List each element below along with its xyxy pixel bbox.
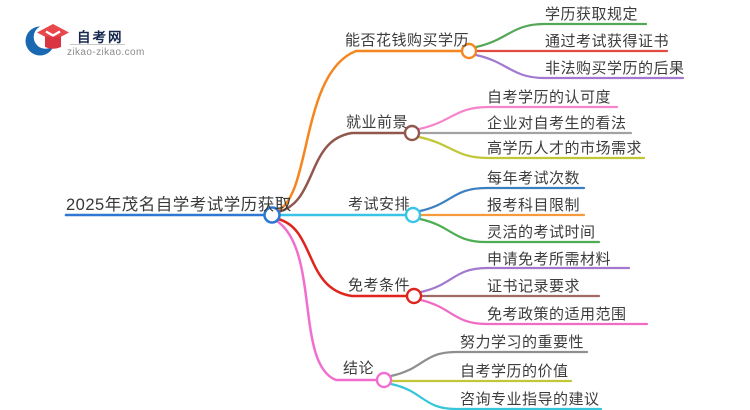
site-url: zikao-zikao.com (67, 47, 145, 58)
root-node-circle (263, 206, 281, 224)
branch-4-child-1-connector (419, 266, 631, 294)
branch-3-child-3-label: 灵活的考试时间 (487, 224, 596, 241)
branch-4-connector (276, 217, 409, 298)
branch-5-child-1-connector (389, 350, 589, 378)
branch-4-node-circle (405, 287, 423, 305)
branch-4-child-2-label: 证书记录要求 (487, 278, 581, 295)
branch-2-child-1-label: 自考学历的认可度 (487, 89, 612, 106)
branch-3-child-2-label: 报考科目限制 (487, 197, 581, 214)
branch-1-child-1-label: 学历获取规定 (545, 6, 639, 23)
branch-4-child-3-connector (419, 298, 649, 326)
branch-5-label: 结论 (343, 360, 375, 377)
branch-2-node-circle (403, 124, 421, 142)
branch-5-connector (275, 219, 379, 382)
branch-2-connector (276, 131, 407, 214)
site-name: 自考网 (77, 30, 124, 45)
branch-4-child-3-label: 免考政策的适用范围 (487, 306, 627, 323)
branch-1-child-2-label: 通过考试获得证书 (545, 33, 670, 50)
branch-2-child-3-connector (417, 135, 646, 160)
root-topic-label: 2025年茂名自学考试学历获取 (66, 196, 292, 214)
branch-4-child-1-label: 申请免考所需材料 (487, 251, 612, 268)
branch-5-node-circle (375, 371, 393, 389)
branch-2-label: 就业前景 (346, 114, 409, 131)
branch-2-child-2-label: 企业对自考生的看法 (487, 115, 627, 132)
branch-2-child-1-connector (417, 105, 619, 131)
branch-3-node-circle (404, 206, 422, 224)
branch-3-child-3-connector (418, 217, 601, 244)
branch-1-label: 能否花钱购买学历 (345, 32, 470, 49)
branch-5-child-3-connector (389, 382, 603, 410)
branch-1-child-3-connector (474, 53, 685, 80)
branch-5-child-3-label: 咨询专业指导的建议 (460, 391, 600, 408)
branch-3-child-1-label: 每年考试次数 (487, 170, 581, 187)
branch-3-child-1-connector (418, 186, 586, 213)
branch-1-child-1-connector (474, 22, 648, 49)
logo-divider (70, 44, 125, 45)
branch-1-child-3-label: 非法购买学历的后果 (545, 60, 685, 77)
branch-1-node-circle (460, 42, 478, 60)
site-logo: 自考网 zikao-zikao.com (25, 20, 175, 66)
branch-3-label: 考试安排 (348, 196, 411, 213)
branch-5-child-2-label: 自考学历的价值 (460, 363, 569, 380)
branch-4-label: 免考条件 (348, 277, 411, 294)
branch-5-child-1-label: 努力学习的重要性 (460, 334, 585, 351)
branch-1-connector (275, 49, 463, 213)
graduation-cap-icon (25, 24, 69, 56)
branch-2-child-3-label: 高学历人才的市场需求 (487, 140, 643, 157)
